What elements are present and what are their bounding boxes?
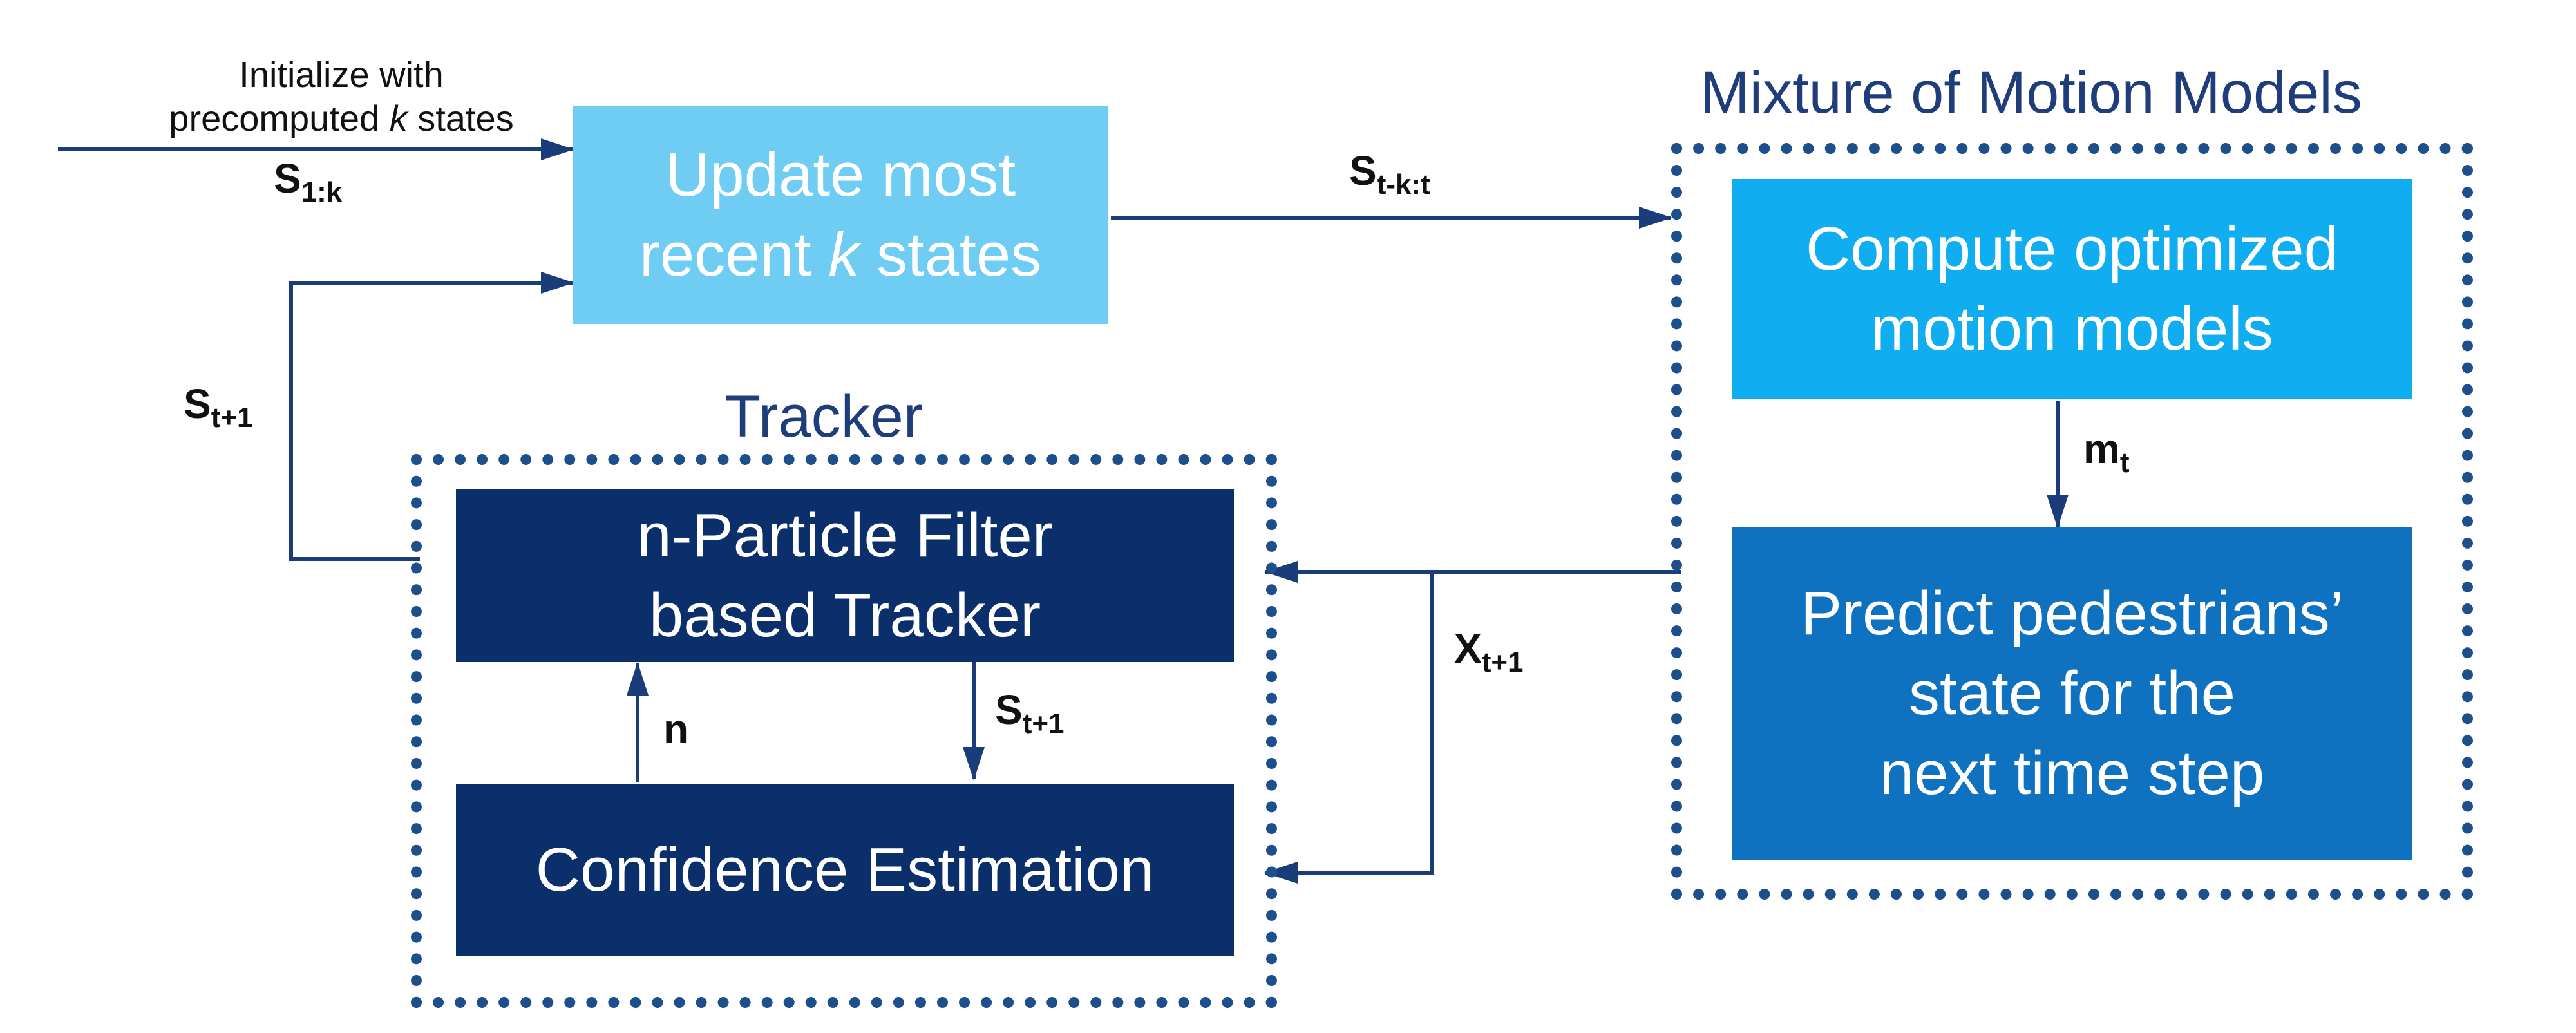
tracker-group-title: Tracker xyxy=(724,384,923,450)
label-s-1k-base: S xyxy=(274,155,301,202)
compute-models-box: Compute optimized motion models xyxy=(1732,179,2412,399)
mixture-group-title: Mixture of Motion Models xyxy=(1700,60,2362,126)
compute-line1: Compute optimized xyxy=(1805,214,2339,283)
label-s-tkt-base: S xyxy=(1349,147,1377,194)
label-m-t-sub: t xyxy=(2119,447,2130,479)
predict-line1: Predict pedestrians’ xyxy=(1800,579,2344,648)
init-note-var: k xyxy=(389,98,408,138)
label-s-1k-sub: 1:k xyxy=(301,176,343,208)
particle-line2: based Tracker xyxy=(649,581,1041,650)
label-s-t1-loop-sub: t+1 xyxy=(211,402,253,433)
update-states-box: Update most recent k states xyxy=(573,106,1108,324)
particle-line1: n-Particle Filter xyxy=(637,501,1053,570)
update-states-text: Update most recent k states xyxy=(639,135,1041,295)
label-s-t1-loop: St+1 xyxy=(184,380,253,434)
label-m-t-base: m xyxy=(2083,426,2120,472)
init-note-line1: Initialize with xyxy=(239,54,444,95)
update-line2-pre: recent xyxy=(639,220,829,289)
label-n-text: n xyxy=(663,706,689,752)
confidence-line1: Confidence Estimation xyxy=(535,835,1155,904)
label-s-t1-inner-sub: t+1 xyxy=(1022,708,1065,739)
init-note-line2-post: states xyxy=(407,98,514,138)
particle-filter-box: n-Particle Filter based Tracker xyxy=(456,489,1234,662)
predict-state-box: Predict pedestrians’ state for the next … xyxy=(1732,527,2412,860)
update-line2: recent k states xyxy=(639,215,1041,295)
update-line2-post: states xyxy=(859,220,1042,289)
mixture-group-border xyxy=(1671,143,2473,900)
update-line1: Update most xyxy=(665,140,1016,209)
label-s-1k: S1:k xyxy=(274,155,342,209)
confidence-estimation-box: Confidence Estimation xyxy=(456,784,1234,956)
label-n: n xyxy=(663,705,688,753)
predict-state-text: Predict pedestrians’ state for the next … xyxy=(1801,574,2344,813)
label-s-t1-loop-base: S xyxy=(184,381,211,427)
init-note-line2-pre: precomputed xyxy=(169,98,390,138)
label-x-t1: Xt+1 xyxy=(1454,625,1524,679)
label-s-tkt-sub: t-k:t xyxy=(1376,169,1430,200)
predict-line3: next time step xyxy=(1879,739,2265,808)
particle-filter-text: n-Particle Filter based Tracker xyxy=(637,496,1052,656)
compute-models-text: Compute optimized motion models xyxy=(1806,209,2338,369)
confidence-estimation-text: Confidence Estimation xyxy=(536,830,1155,910)
predict-line2: state for the xyxy=(1909,659,2235,728)
label-x-t1-base: X xyxy=(1454,625,1482,672)
feedback-loop-arrow xyxy=(289,272,574,561)
branch-to-confidence-arrow xyxy=(1264,572,1434,884)
compute-line2: motion models xyxy=(1871,294,2273,363)
label-m-t: mt xyxy=(2083,425,2130,479)
label-x-t1-sub: t+1 xyxy=(1481,647,1524,678)
update-line2-var: k xyxy=(828,220,860,289)
init-note: Initialize with precomputed k states xyxy=(116,53,567,140)
label-s-t1-inner-base: S xyxy=(995,687,1023,733)
init-note-line2: precomputed k states xyxy=(116,97,567,140)
tracker-group-border xyxy=(411,454,1277,1008)
label-s-t1-inner: St+1 xyxy=(995,686,1065,740)
label-s-tkt: St-k:t xyxy=(1349,147,1430,201)
